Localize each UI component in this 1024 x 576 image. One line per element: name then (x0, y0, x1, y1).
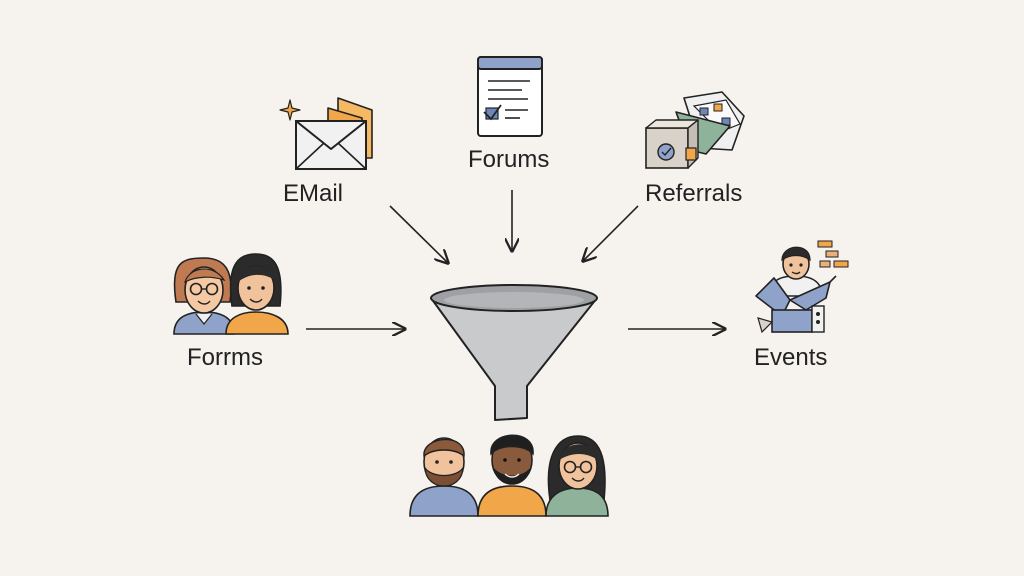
arrow-email-to-funnel (389, 205, 448, 263)
people-group-icon (409, 434, 609, 517)
people-pair-icon (173, 253, 289, 335)
arrow-referrals-to-funnel (583, 205, 639, 261)
forums-label: Forums (468, 146, 550, 173)
browser-window-icon (477, 56, 543, 137)
events-label: Events (754, 344, 828, 371)
envelope-icon (279, 97, 373, 170)
referral-papers-icon (645, 91, 745, 169)
referrals-label: Referrals (645, 180, 743, 207)
email-label: EMail (283, 180, 344, 207)
funnel-icon (430, 284, 598, 421)
forms-label: Forrms (187, 344, 263, 371)
event-person-icon (755, 240, 849, 334)
